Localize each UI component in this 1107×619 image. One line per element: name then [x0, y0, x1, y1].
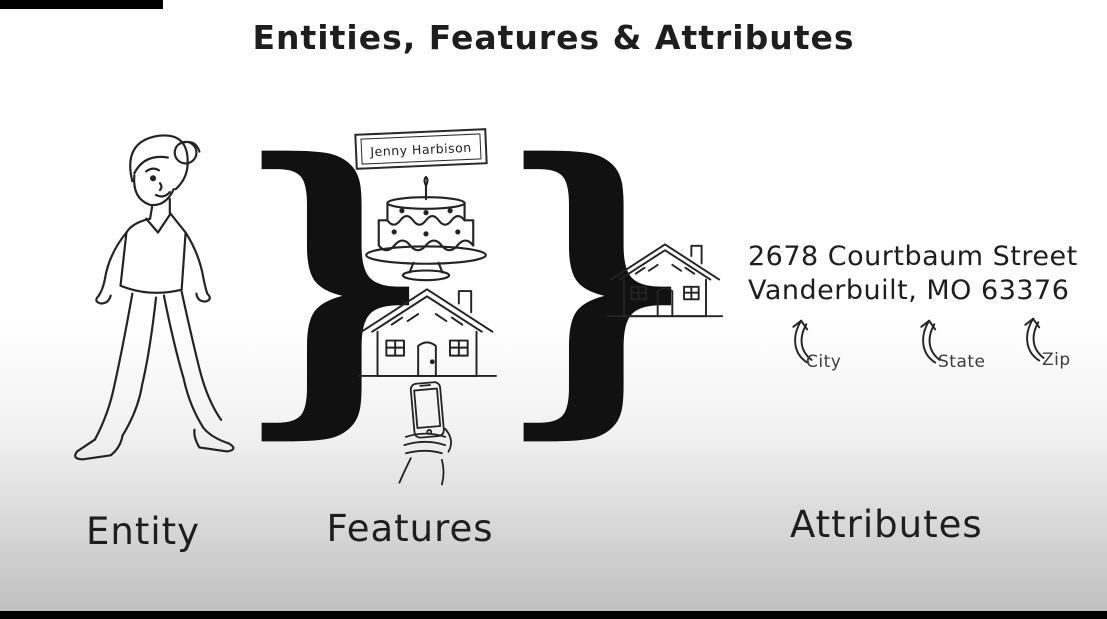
address-line2: Vanderbuilt, MO 63376 — [748, 275, 1070, 306]
curved-up-arrow-icon — [782, 312, 822, 370]
annotation-city: City — [806, 352, 842, 372]
annotation-zip: Zip — [1042, 350, 1071, 370]
house-small-icon — [606, 240, 724, 326]
birthday-cake-icon — [352, 175, 500, 288]
page-title: Entities, Features & Attributes — [252, 18, 855, 57]
address-text: 2678 Courtbaum Street Vanderbuilt, MO 63… — [748, 240, 1078, 308]
entity-label: Entity — [85, 510, 201, 553]
nameplate-text: Jenny Harbison — [360, 133, 482, 165]
curved-up-arrow-icon — [1014, 310, 1054, 368]
hand-holding-phone-icon — [375, 378, 481, 490]
annotation-state: State — [938, 352, 986, 372]
name-sign-icon: Jenny Harbison — [354, 128, 488, 170]
curly-brace-right: } — [495, 95, 698, 465]
features-label: Features — [326, 507, 494, 550]
curved-up-arrow-icon — [910, 312, 950, 370]
house-icon — [356, 284, 498, 387]
address-line1: 2678 Courtbaum Street — [748, 241, 1078, 272]
letterbox-bottom-bar — [0, 611, 1107, 619]
woman-walking-icon — [62, 126, 252, 485]
attributes-label: Attributes — [790, 503, 983, 546]
letterbox-top-bar — [0, 0, 163, 9]
